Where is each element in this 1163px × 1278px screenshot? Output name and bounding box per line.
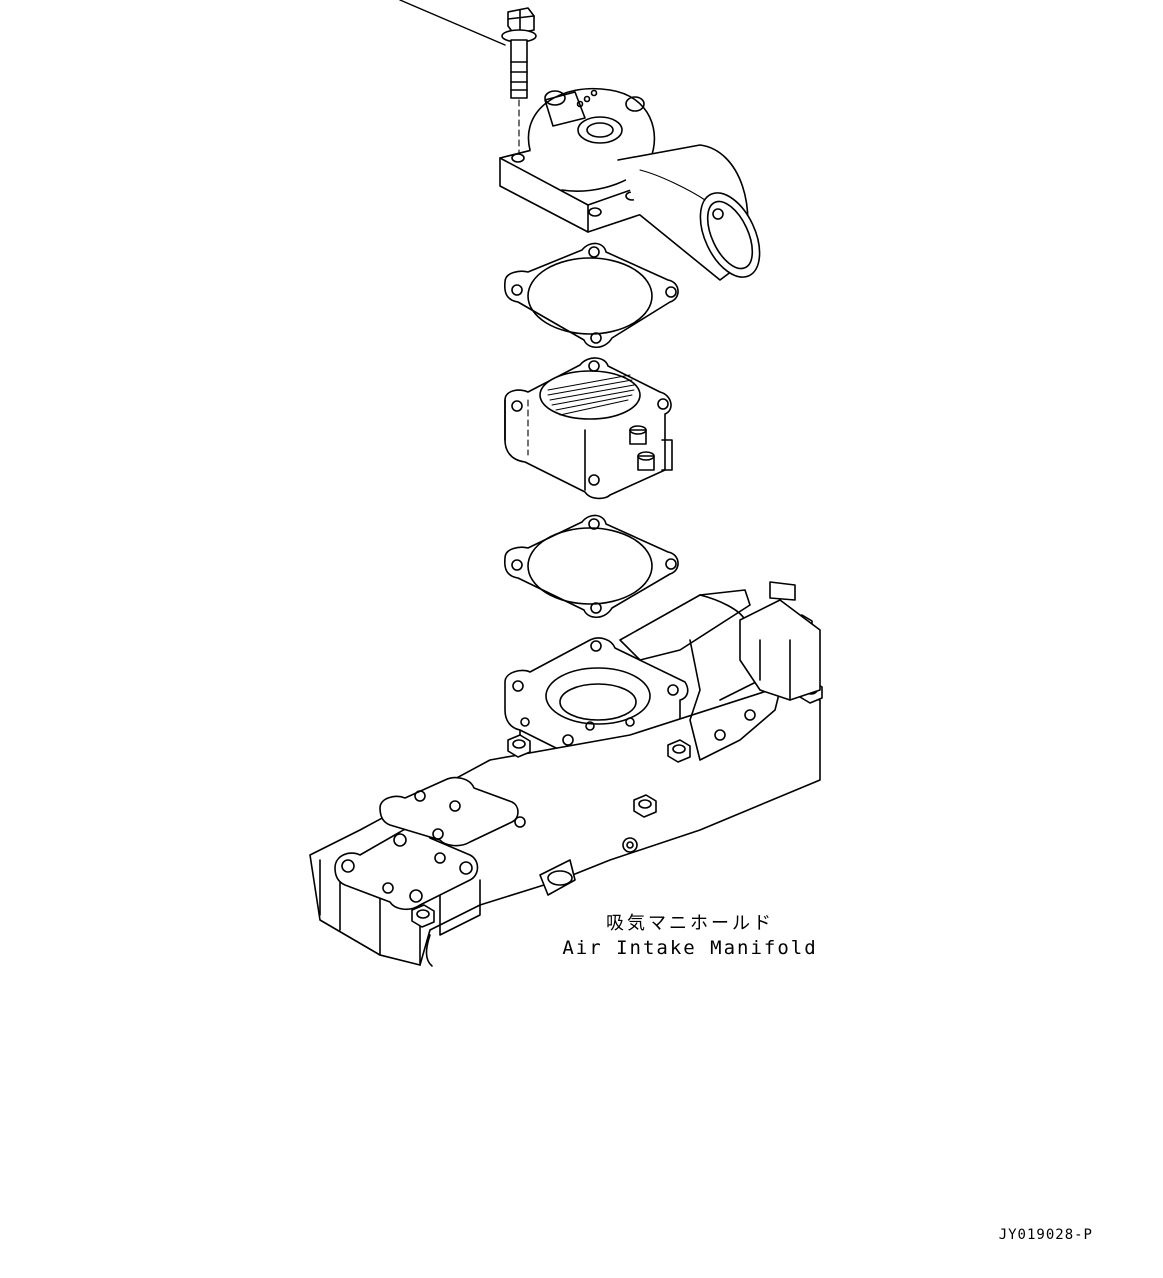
grid-heater	[504, 357, 673, 500]
flange-bolt	[501, 7, 537, 156]
caption-english: Air Intake Manifold	[562, 937, 818, 960]
part-caption: 吸気マニホールド Air Intake Manifold	[540, 912, 840, 962]
leader-line	[399, 0, 506, 46]
drawing-number: JY019028-P	[998, 1227, 1093, 1243]
caption-japanese: 吸気マニホールド	[606, 913, 774, 934]
lower-gasket	[503, 514, 679, 619]
inlet-elbow-cover	[499, 87, 761, 281]
upper-gasket	[503, 242, 679, 349]
air-intake-manifold	[309, 581, 823, 967]
